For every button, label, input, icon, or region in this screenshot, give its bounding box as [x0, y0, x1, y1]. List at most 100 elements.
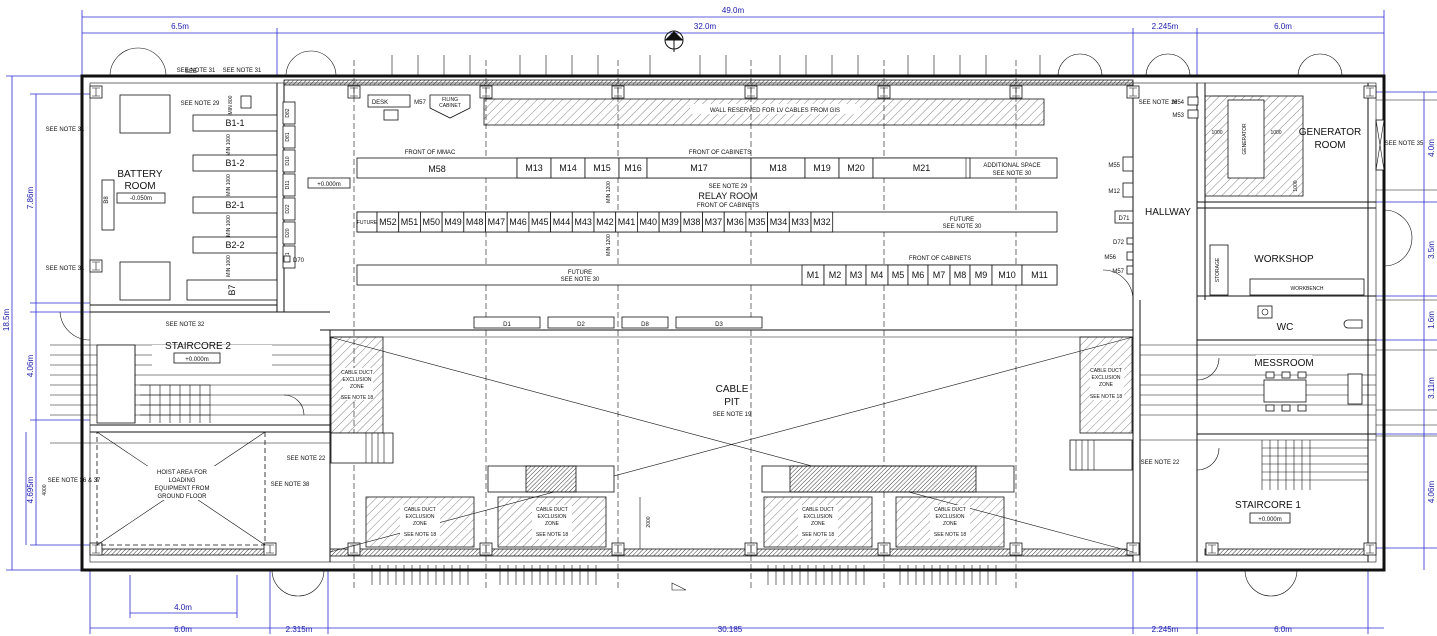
dim-bottom-4: 2.245m	[1152, 625, 1179, 634]
dim-top-total: 49.0m	[722, 6, 745, 15]
cabinet-label: M8	[954, 270, 967, 280]
doors	[59, 47, 1413, 597]
additional-space-note: SEE NOTE 30	[993, 171, 1032, 177]
row2-future-note: SEE NOTE 30	[943, 224, 982, 230]
filing-2: CABINET	[439, 103, 461, 109]
generator-room-title-1: GENERATOR	[1299, 127, 1361, 138]
cabinet-label: M2	[829, 270, 842, 280]
note16: SEE NOTE 16	[1139, 100, 1178, 106]
cabinet-label: M32	[813, 217, 831, 227]
storage-label: STORAGE	[1215, 257, 1221, 282]
front-mmac: FRONT OF MMAC	[405, 150, 456, 156]
cabinet-label: M4	[871, 270, 884, 280]
note31-top-left: SEE NOTE 31	[177, 68, 216, 74]
excl-l-1: CABLE DUCT	[341, 370, 373, 376]
cabinet-label: M18	[769, 163, 787, 173]
excl-b2-4: SEE NOTE 18	[536, 532, 568, 538]
cabinet-label: M46	[509, 217, 527, 227]
dc-panel-5: D20	[285, 228, 291, 237]
gen-dim-2: 1000	[1270, 130, 1281, 136]
note38: SEE NOTE 38	[271, 482, 310, 488]
section-marker: A	[664, 30, 684, 52]
battery-room-title-1: BATTERY	[117, 169, 163, 180]
staircore-2: STAIRCORE 2 +0.000m	[50, 341, 330, 444]
staircore-1-title: STAIRCORE 1	[1235, 500, 1301, 511]
additional-space: ADDITIONAL SPACE	[983, 163, 1040, 169]
note35: SEE NOTE 35	[1385, 141, 1424, 147]
front-cabinets-1: FRONT OF CABINETS	[689, 150, 751, 156]
m54-label: M54	[1172, 100, 1184, 106]
cabinet	[872, 157, 971, 179]
cabinet-label: M35	[748, 217, 766, 227]
dim-top-3: 2.245m	[1152, 22, 1179, 31]
m56-label: M56	[1104, 255, 1116, 261]
cabinet-label: M34	[770, 217, 788, 227]
hoist-l4: GROUND FLOOR	[157, 494, 207, 500]
staircore-1-level: +0.000m	[1258, 517, 1282, 523]
dc-panel-3: D11	[285, 180, 291, 189]
stair1-wall-hatch	[1204, 548, 1369, 556]
battery-b7-label: B7	[227, 284, 237, 295]
relay-note29: SEE NOTE 29	[709, 184, 748, 190]
battery-b2-2	[192, 236, 278, 254]
row2-future: FUTURE	[950, 217, 974, 223]
battery-b1-1-label: B1-1	[225, 118, 244, 128]
dim-left-4000: 4000	[42, 484, 48, 495]
dim-right-5: 4.06m	[1427, 481, 1436, 504]
min1000-c: MIN 1000	[226, 215, 232, 237]
cabinet-label: M36	[726, 217, 744, 227]
d71-label: D71	[1118, 216, 1130, 222]
excl-r-3: ZONE	[1099, 382, 1114, 388]
desk-label: DESK	[372, 100, 388, 106]
battery-b2-2-label: B2-2	[225, 240, 244, 250]
excl-b2-1: CABLE DUCT	[536, 507, 568, 513]
d70-label: D70	[293, 258, 305, 264]
cabinet-label: M38	[683, 217, 701, 227]
trench-d2: D2	[577, 322, 585, 328]
cabinet-label: M48	[466, 217, 484, 227]
note29-battery: SEE NOTE 29	[181, 101, 220, 107]
note31-left-bottom: SEE NOTE 31	[46, 266, 85, 272]
relay-room: DESK M57 FILING CABINET WALL RESERVED FO…	[307, 60, 1058, 590]
hoist-area: HOIST AREA FOR LOADING EQUIPMENT FROM GR…	[48, 431, 310, 546]
dc-panel-2: D10	[285, 156, 291, 165]
dc-panels: D82 D81 D10 D11 D22 D20 D21 D70	[282, 101, 305, 269]
hoist-l2: LOADING	[168, 478, 195, 484]
generator-room-title-2: ROOM	[1314, 140, 1345, 151]
cabinet-label: M39	[661, 217, 679, 227]
cabinet-label: M37	[705, 217, 723, 227]
cable-pit-title-2: PIT	[724, 397, 740, 408]
excl-b1-4: SEE NOTE 18	[404, 532, 436, 538]
battery-b1-1	[192, 114, 278, 132]
excl-b3-2: EXCLUSION	[804, 514, 833, 520]
min800: MIN 800	[228, 95, 234, 114]
cabinet-label: M17	[690, 163, 708, 173]
dc-panel-0: D82	[285, 108, 291, 117]
top-cable-stubs	[391, 55, 1041, 75]
cabinet-label: M7	[933, 270, 946, 280]
top-wall-hatch	[283, 79, 1134, 86]
battery-room-level: -0.050m	[130, 196, 152, 202]
min1200-a: MIN 1200	[606, 181, 612, 203]
dim-right-3: 1.6m	[1427, 311, 1436, 329]
bottom-cable-stubs	[371, 565, 997, 585]
cabinet-label: M42	[596, 217, 614, 227]
excl-b1-3: ZONE	[413, 521, 428, 527]
dim-bottom-inner: 4.0m	[174, 603, 192, 612]
excl-l-3: ZONE	[350, 384, 365, 390]
battery-b2-1	[192, 196, 278, 214]
dim-2000: 2000	[646, 516, 652, 527]
cable-pit-note: SEE NOTE 19	[713, 412, 752, 418]
cabinet-label: M40	[639, 217, 657, 227]
gen-dim-1: 1000	[1211, 130, 1222, 136]
section-marker-label: A	[672, 32, 676, 38]
m55-label: M55	[1108, 163, 1120, 169]
cabinet-label: M19	[813, 163, 831, 173]
front-cabinets-2: FRONT OF CABINETS	[697, 203, 759, 209]
note31-top-a1: SEE	[185, 69, 197, 75]
dim-bottom-2: 2.315m	[286, 625, 313, 634]
cabinet-label: M15	[593, 163, 611, 173]
min1000-b: MIN 1000	[226, 174, 232, 196]
right-rooms: HALLWAY SEE NOTE 16 M54 M53 M55 M12 D71 …	[1104, 95, 1437, 526]
dim-right-2: 3.5m	[1427, 241, 1436, 259]
